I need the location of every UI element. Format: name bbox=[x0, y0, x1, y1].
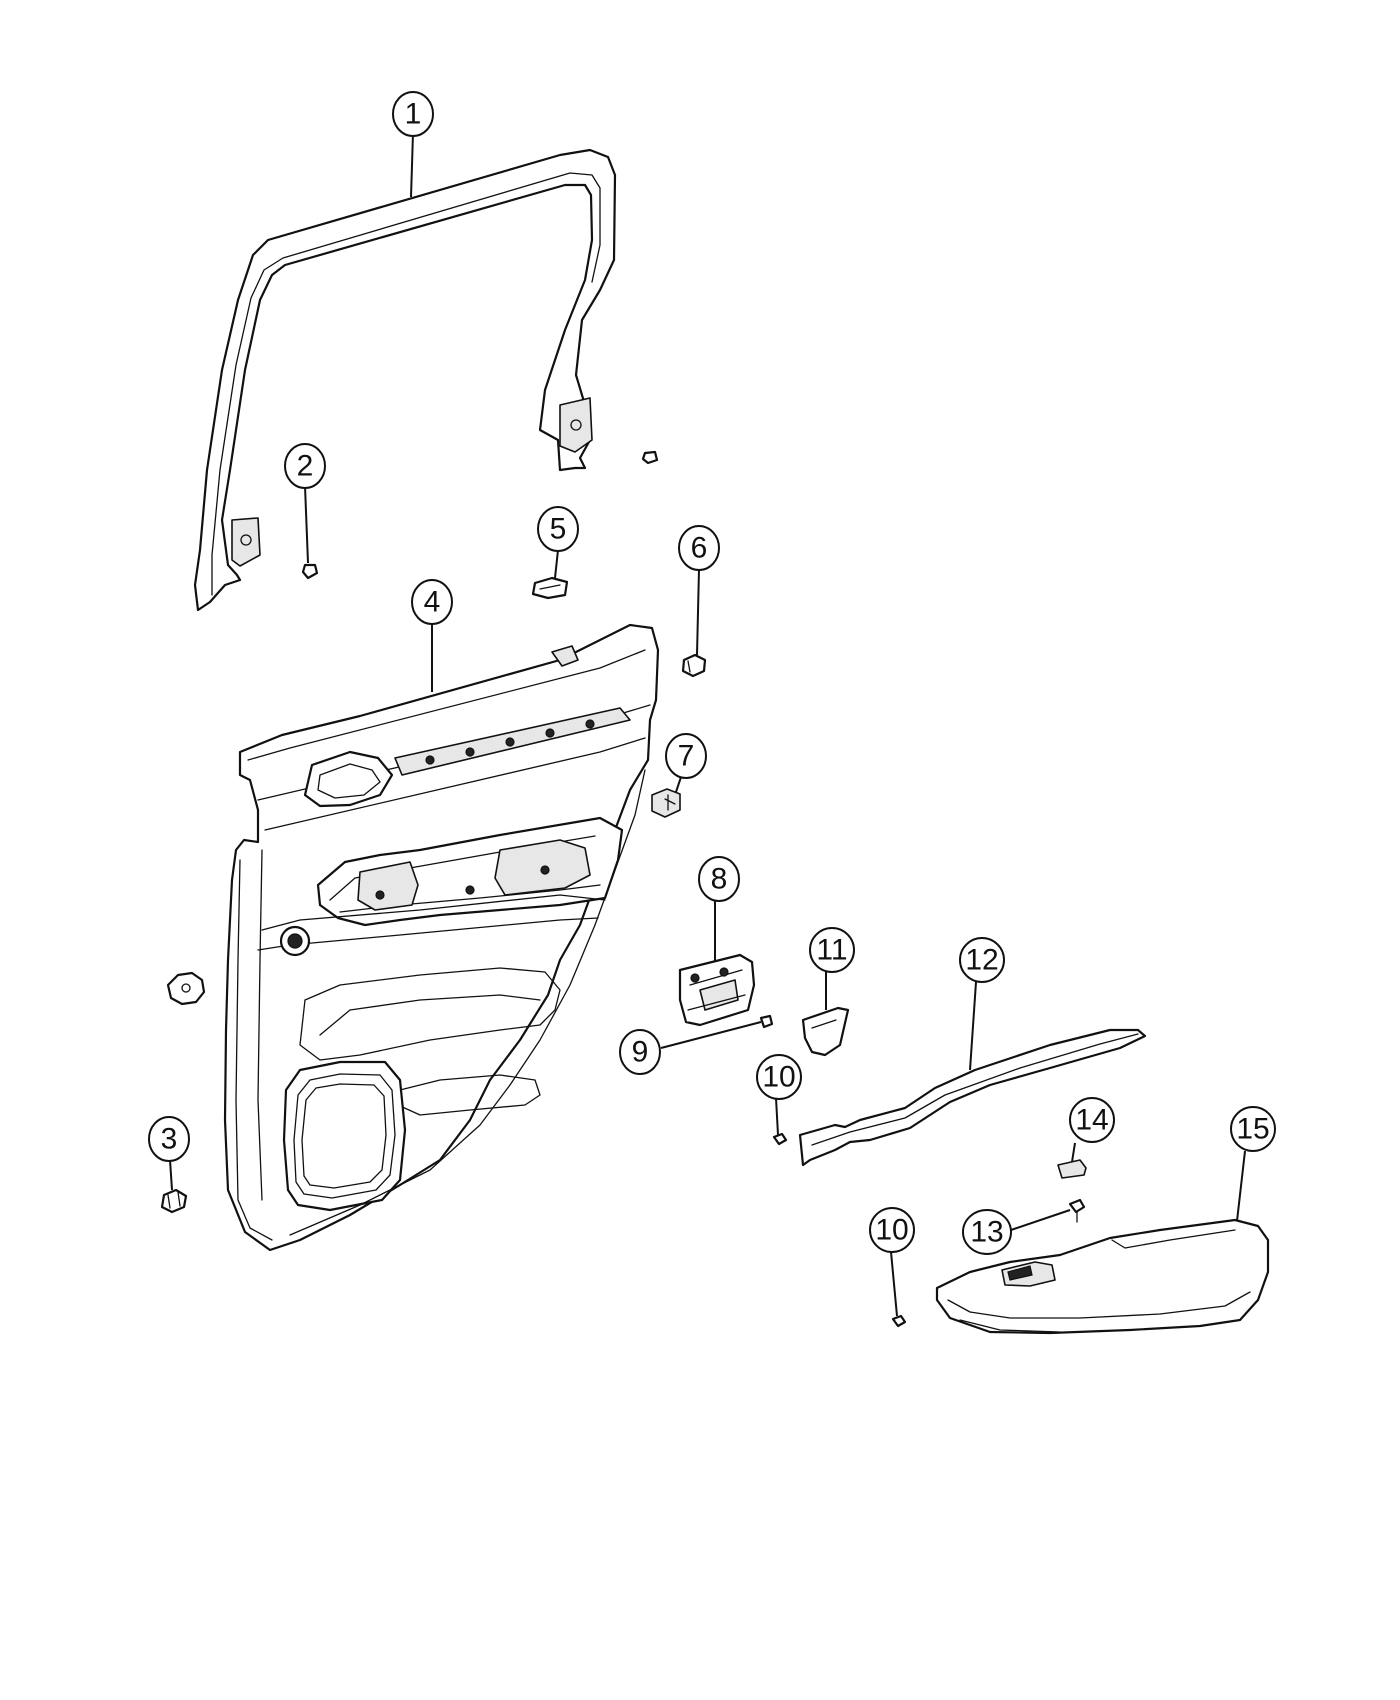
callout-10-upper: 10 bbox=[756, 1054, 802, 1136]
part-6-push-nut bbox=[681, 653, 707, 678]
svg-text:11: 11 bbox=[816, 934, 847, 967]
part-11-bezel bbox=[801, 1006, 850, 1057]
svg-text:3: 3 bbox=[161, 1123, 178, 1156]
part-10-screw-a bbox=[772, 1132, 788, 1146]
callout-1: 1 bbox=[392, 91, 434, 198]
callout-2: 2 bbox=[284, 443, 326, 564]
svg-text:2: 2 bbox=[297, 450, 314, 483]
part-15-armrest bbox=[935, 1218, 1270, 1335]
callout-13: 13 bbox=[962, 1209, 1071, 1255]
svg-text:1: 1 bbox=[405, 98, 422, 131]
part-2-screw bbox=[301, 563, 319, 580]
callout-8: 8 bbox=[698, 856, 740, 962]
callout-6: 6 bbox=[678, 525, 720, 656]
callout-12: 12 bbox=[959, 937, 1005, 1071]
part-1-door-frame-weatherstrip bbox=[193, 148, 617, 612]
callout-7: 7 bbox=[665, 733, 707, 793]
svg-text:14: 14 bbox=[1075, 1104, 1108, 1137]
part-7-clip-block bbox=[651, 788, 681, 818]
callout-15: 15 bbox=[1230, 1106, 1276, 1222]
svg-text:6: 6 bbox=[691, 532, 708, 565]
svg-text:13: 13 bbox=[970, 1216, 1003, 1249]
callout-4: 4 bbox=[411, 579, 453, 692]
svg-text:15: 15 bbox=[1236, 1113, 1269, 1146]
callout-14: 14 bbox=[1069, 1097, 1115, 1163]
part-12-applique bbox=[798, 1028, 1147, 1167]
part-4-door-trim-panel bbox=[223, 623, 660, 1252]
part-plug-round bbox=[166, 971, 206, 1006]
callout-11: 11 bbox=[809, 927, 855, 1010]
part-14-clip bbox=[1057, 1159, 1087, 1179]
svg-text:10: 10 bbox=[762, 1061, 795, 1094]
svg-text:10: 10 bbox=[875, 1214, 908, 1247]
part-9-screw bbox=[759, 1014, 774, 1029]
svg-text:7: 7 bbox=[678, 740, 695, 773]
callout-10-lower: 10 bbox=[869, 1207, 915, 1317]
svg-text:5: 5 bbox=[550, 513, 567, 546]
part-10-screw-b bbox=[891, 1314, 907, 1328]
callout-3: 3 bbox=[148, 1116, 190, 1191]
part-2-screw-upper bbox=[641, 450, 659, 465]
part-13-screw bbox=[1068, 1198, 1086, 1223]
svg-text:12: 12 bbox=[965, 944, 998, 977]
svg-text:8: 8 bbox=[711, 863, 728, 896]
svg-text:9: 9 bbox=[632, 1036, 649, 1069]
callout-5: 5 bbox=[537, 506, 579, 579]
part-5-bezel bbox=[531, 576, 569, 600]
svg-text:4: 4 bbox=[424, 586, 441, 619]
part-3-clip bbox=[160, 1188, 188, 1214]
part-8-inside-handle bbox=[678, 953, 756, 1027]
callout-9: 9 bbox=[619, 1021, 762, 1075]
